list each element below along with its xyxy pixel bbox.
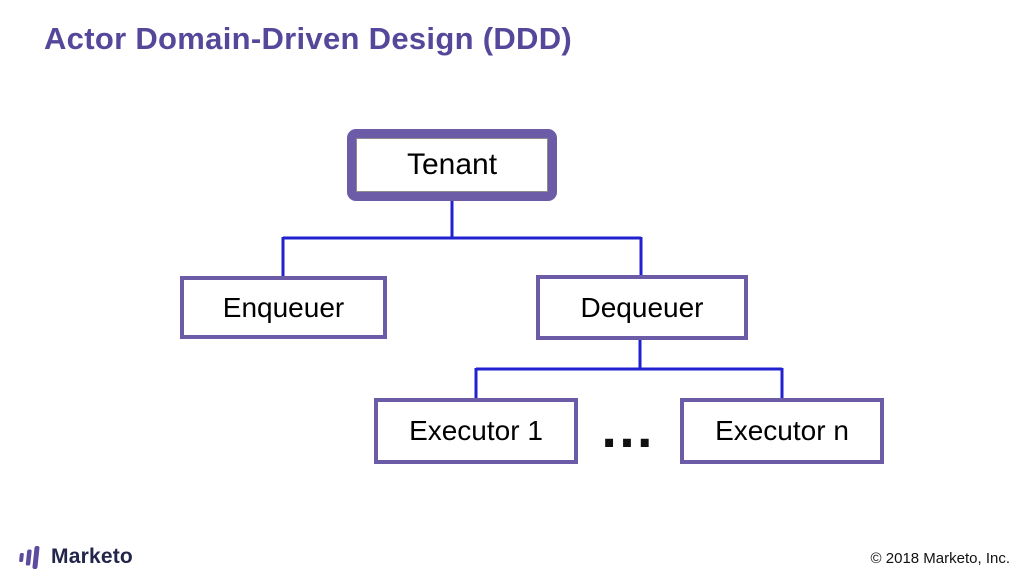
connector-dequeuer-to-children [474, 339, 784, 399]
executor-ellipsis: … [599, 396, 659, 459]
node-tenant: Tenant [347, 129, 557, 201]
node-executor-1-label: Executor 1 [409, 415, 543, 446]
slide-title: Actor Domain-Driven Design (DDD) [44, 21, 573, 56]
node-enqueuer: Enqueuer [180, 276, 387, 339]
copyright-text: © 2018 Marketo, Inc. [870, 550, 1010, 567]
marketo-wordmark: Marketo [51, 545, 133, 568]
node-executor-n: Executor n [680, 398, 884, 464]
node-executor-n-label: Executor n [715, 415, 849, 446]
marketo-bars-icon [19, 546, 40, 569]
node-dequeuer: Dequeuer [536, 275, 748, 340]
node-enqueuer-label: Enqueuer [222, 291, 345, 323]
node-dequeuer-label: Dequeuer [580, 291, 704, 323]
connector-tenant-to-children [281, 200, 643, 277]
node-executor-1: Executor 1 [374, 398, 578, 464]
node-tenant-label: Tenant [406, 148, 498, 181]
marketo-logo: Marketo [18, 543, 133, 571]
